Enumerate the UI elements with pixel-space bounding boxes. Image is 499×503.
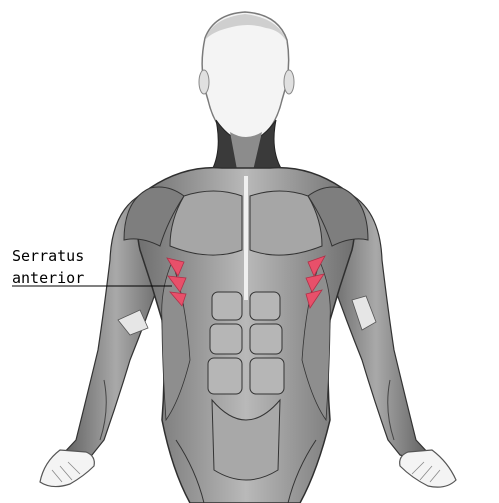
serratus-anterior-left	[166, 257, 187, 307]
serratus-anterior-label-line-2: anterior	[12, 269, 85, 287]
left-hand	[39, 449, 95, 488]
neck	[211, 119, 283, 175]
serratus-anterior-label-line-1: Serratus	[12, 247, 85, 265]
head	[198, 11, 295, 143]
serratus-anterior-right	[305, 255, 326, 309]
right-hand	[399, 449, 457, 488]
torso	[123, 166, 369, 503]
